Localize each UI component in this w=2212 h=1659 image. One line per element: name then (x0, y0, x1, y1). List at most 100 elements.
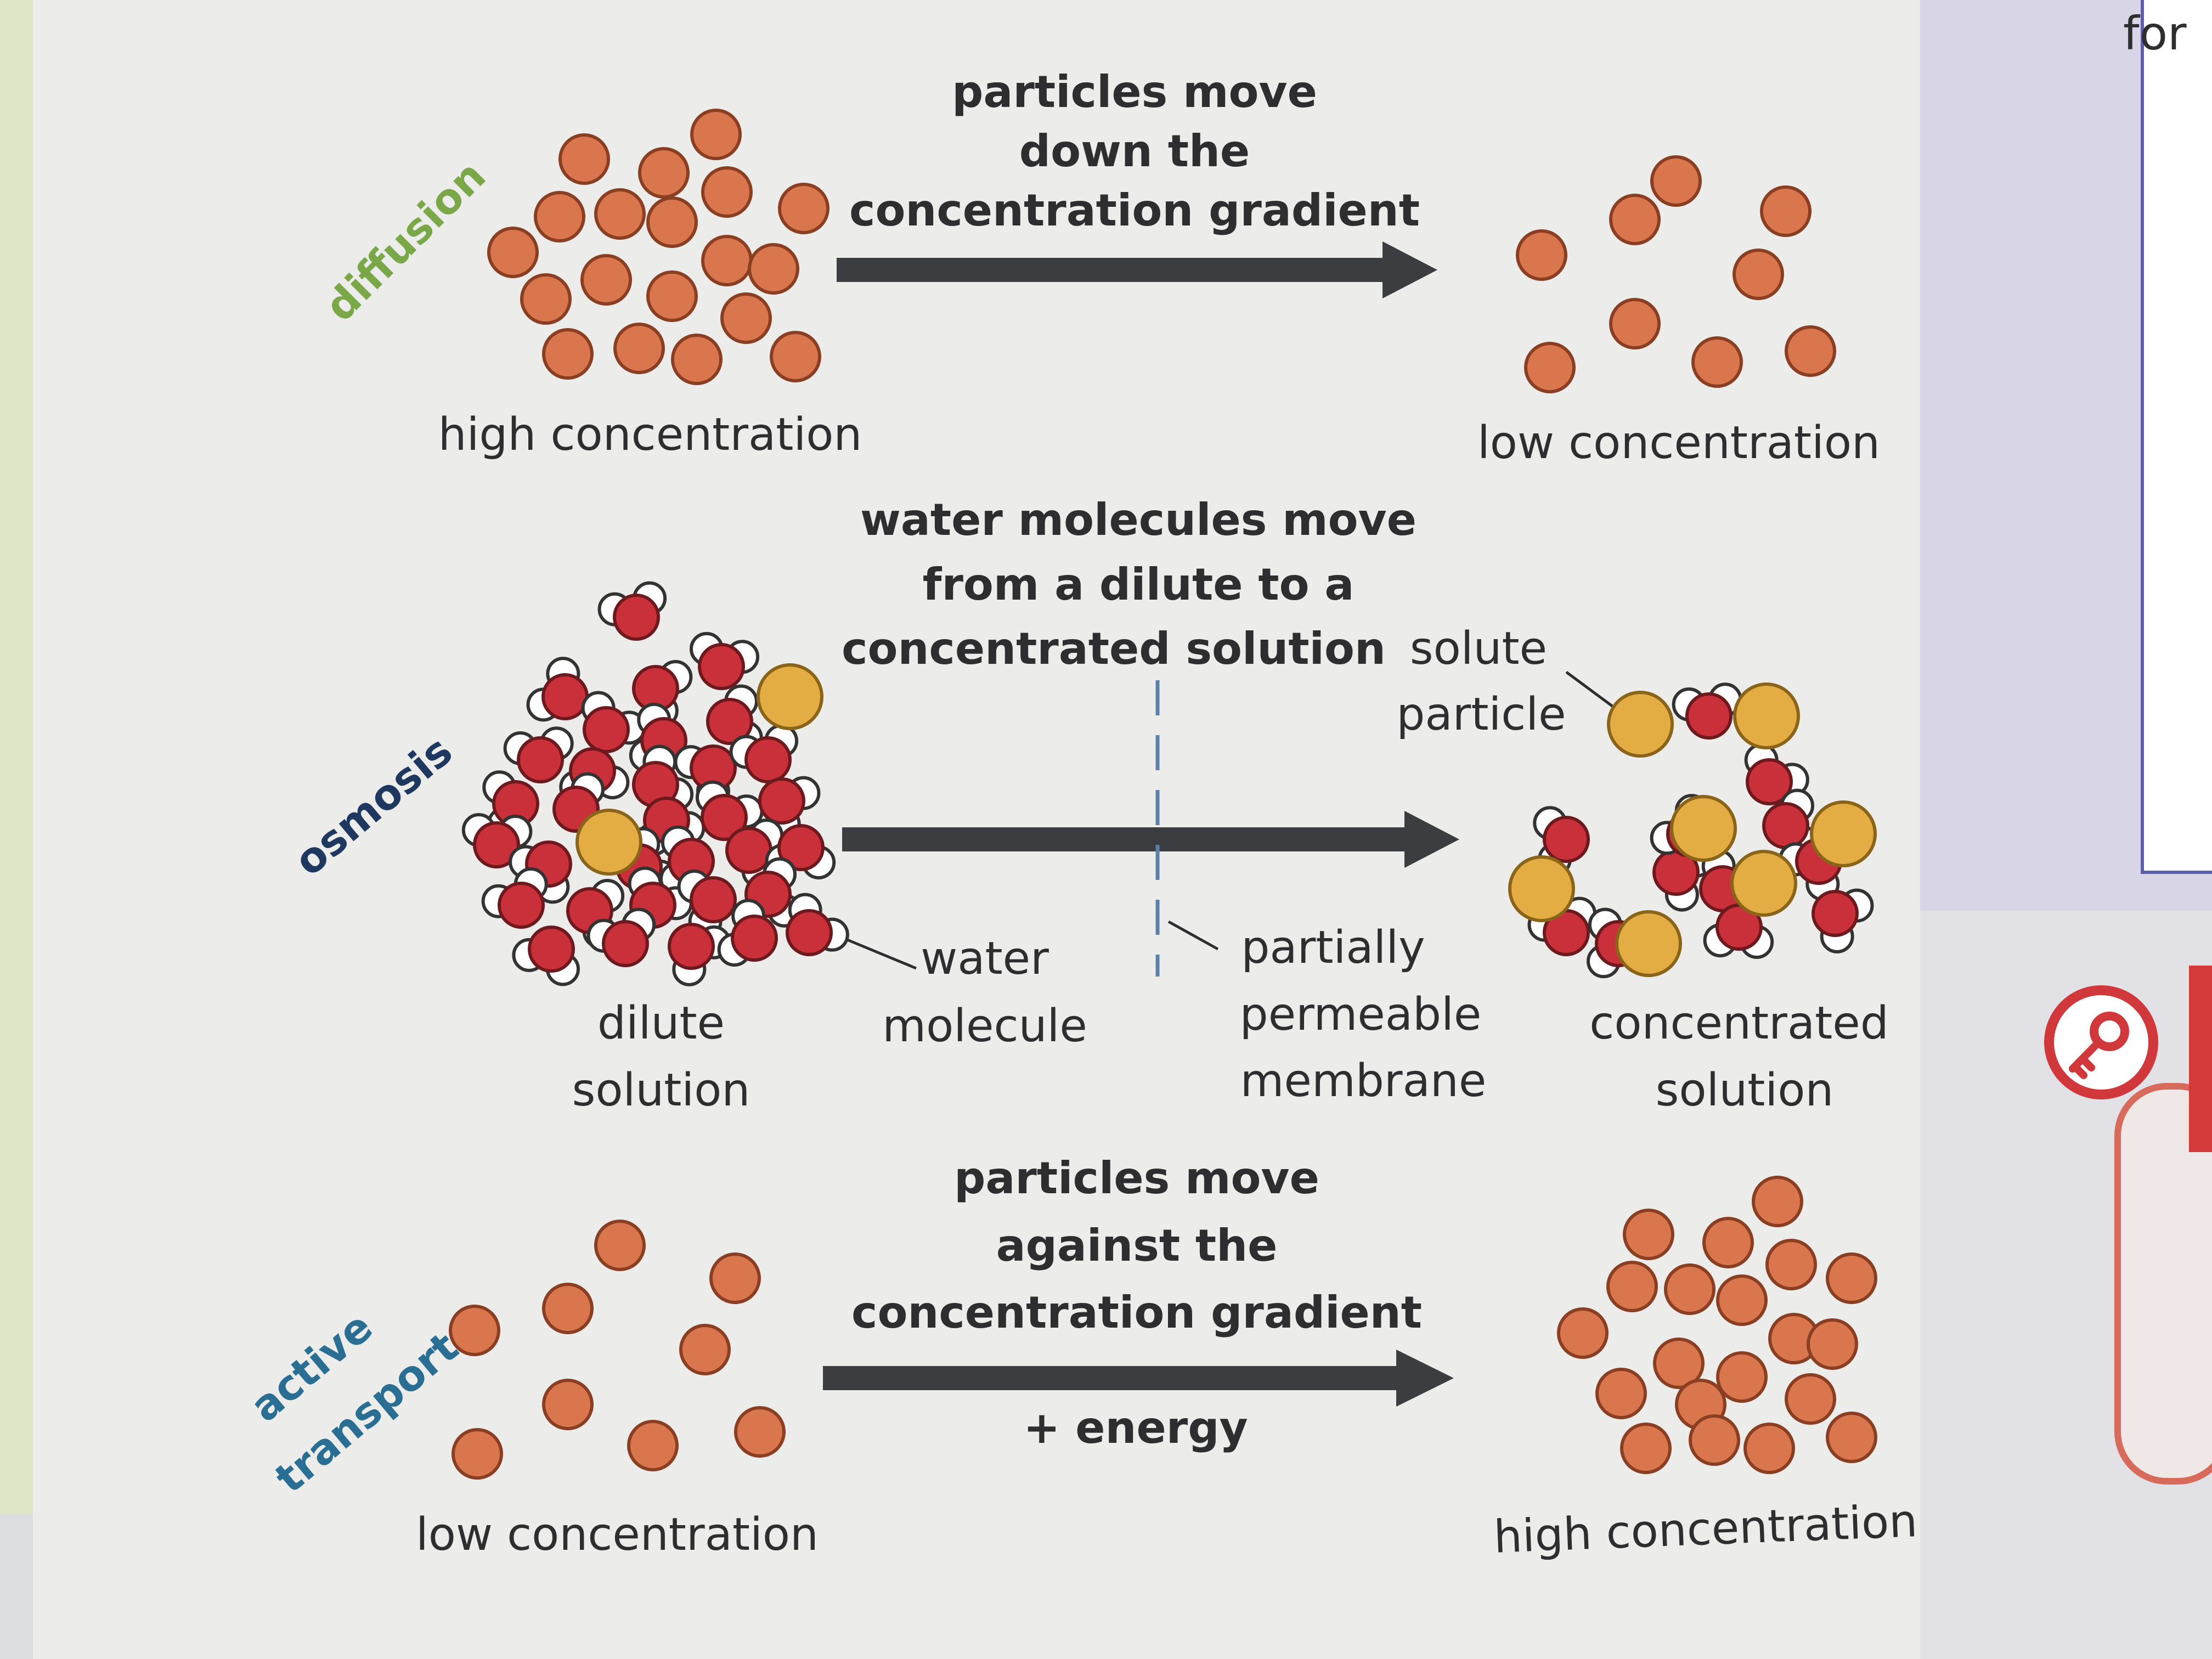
water-molecule (725, 819, 784, 889)
particle (701, 166, 753, 218)
oxygen-atom (786, 909, 833, 956)
particle (1557, 1307, 1609, 1359)
particle (1524, 342, 1576, 393)
oxygen-atom (731, 915, 778, 962)
solute-particle (1670, 795, 1737, 862)
key-icon (2044, 985, 2158, 1099)
active-arrow-text-2: against the (996, 1220, 1278, 1271)
water-molecule (717, 899, 778, 967)
solute-particle (1810, 800, 1877, 867)
particle (1606, 1261, 1658, 1312)
particle (1689, 1414, 1740, 1466)
solute-particle (1508, 855, 1575, 922)
particle (558, 133, 610, 185)
active-left-label: low concentration (416, 1509, 819, 1561)
water-molecule (1812, 888, 1874, 953)
oxygen-atom (541, 673, 589, 720)
particle (778, 183, 830, 234)
particle (534, 191, 585, 242)
diffusion-right-label: low concentration (1477, 417, 1880, 469)
water-molecule-label-1: water (921, 933, 1049, 985)
particle (580, 254, 632, 306)
active-arrow-text-1: particles move (954, 1153, 1319, 1204)
diffusion-left-label: high concentration (438, 409, 862, 461)
particle (452, 1428, 503, 1480)
concentrated-solution-label-2: solution (1656, 1064, 1834, 1116)
dilute-solution-label-1: dilute (597, 997, 725, 1049)
particle (1609, 298, 1661, 349)
particle (1785, 1373, 1836, 1425)
diffusion-arrow (837, 241, 1437, 298)
particle (1807, 1318, 1858, 1370)
particle (1609, 194, 1661, 245)
water-molecule (659, 825, 715, 896)
oxygen-atom (1812, 890, 1859, 937)
particle (627, 1420, 679, 1471)
particle (1620, 1423, 1672, 1474)
solute-particle (1730, 850, 1797, 917)
osmosis-arrow-text-1: water molecules move (860, 494, 1417, 545)
particle (1733, 249, 1784, 300)
particle (1623, 1209, 1674, 1260)
particle (1716, 1274, 1768, 1326)
oxygen-atom (517, 736, 564, 783)
particle (1691, 336, 1743, 388)
particle (646, 196, 698, 248)
water-molecule (632, 744, 694, 811)
solute-particle-label-2: particle (1396, 689, 1566, 741)
oxygen-atom (1762, 802, 1809, 849)
particle (1826, 1252, 1877, 1304)
osmosis-dilute-molecules (461, 581, 849, 986)
solute-particle-label-1: solute (1410, 623, 1547, 675)
particle (1650, 155, 1702, 207)
particle (1664, 1263, 1716, 1315)
osmosis-arrow (842, 811, 1459, 868)
active-transport-arrow (823, 1350, 1454, 1407)
particle (613, 323, 665, 374)
oxygen-atom (1543, 816, 1590, 863)
concentrated-solution-label-1: concentrated (1589, 997, 1889, 1049)
particle (734, 1406, 786, 1458)
membrane-label-2: permeable (1240, 989, 1482, 1041)
particle (594, 188, 646, 240)
water-molecule (690, 631, 760, 690)
particle (449, 1305, 500, 1356)
right-tab-strip (2189, 966, 2212, 1152)
oxygen-atom (758, 777, 805, 825)
particle (1653, 1338, 1705, 1389)
active-low-particles (449, 1220, 786, 1480)
osmosis-arrow-text-2: from a dilute to a (923, 559, 1355, 610)
oxygen-atom (725, 827, 772, 874)
osmosis-concentrated-molecules (1508, 682, 1877, 979)
oxygen-atom (706, 698, 753, 745)
oxygen-atom (528, 926, 575, 973)
oxygen-atom (613, 594, 660, 641)
water-pointer-line (836, 934, 917, 970)
oxygen-atom (690, 876, 737, 923)
water-molecule (786, 893, 849, 956)
oxygen-atom (602, 920, 649, 967)
particle (690, 109, 742, 160)
page-fragment-text: for (2123, 7, 2187, 60)
diffusion-high-particles (487, 109, 830, 385)
active-arrow-text-3: concentration gradient (851, 1287, 1422, 1338)
particle (671, 334, 723, 385)
oxygen-atom (668, 923, 715, 970)
particle (1702, 1217, 1754, 1268)
water-molecule (696, 780, 764, 841)
water-molecule (581, 691, 646, 753)
particle (1760, 185, 1812, 237)
oxygen-atom (583, 706, 630, 753)
oxygen-atom (498, 882, 545, 929)
right-page-box (2141, 0, 2212, 874)
particle (1743, 1423, 1795, 1474)
particle (542, 1283, 594, 1334)
solute-particle (1607, 691, 1674, 758)
particle (487, 227, 539, 278)
membrane-label-1: partially (1241, 922, 1425, 974)
particle (770, 331, 821, 382)
diffusion-arrow-text-1: particles move (952, 66, 1317, 117)
membrane-pointer-line (1167, 920, 1219, 951)
solute-particle (1615, 910, 1682, 977)
